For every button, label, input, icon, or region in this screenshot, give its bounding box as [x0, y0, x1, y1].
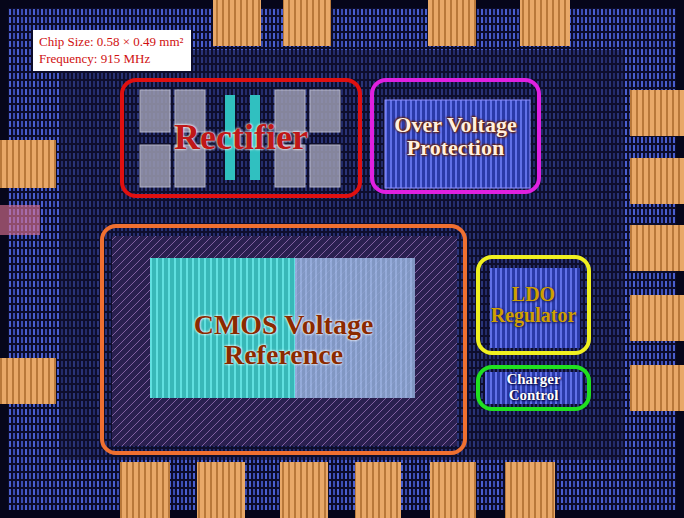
circuit-block: CMOS Voltage Reference — [100, 224, 467, 455]
block-label: CMOS Voltage Reference — [149, 310, 419, 369]
spec-note: Frequency: 915 MHz — [39, 50, 183, 67]
circuit-block: Charger Control — [476, 365, 591, 411]
block-label: Over Voltage Protection — [376, 113, 536, 159]
info-box: Chip Size: 0.58 × 0.49 mm²Frequency: 915… — [33, 30, 191, 71]
circuit-block: LDO Regulator — [476, 255, 591, 355]
circuit-block: Rectifier — [120, 78, 362, 198]
block-label: Charger Control — [481, 372, 586, 404]
block-label: Rectifier — [174, 119, 308, 157]
circuit-block: Over Voltage Protection — [370, 78, 541, 194]
spec-note: Chip Size: 0.58 × 0.49 mm² — [39, 33, 183, 50]
block-label: LDO Regulator — [481, 284, 586, 326]
